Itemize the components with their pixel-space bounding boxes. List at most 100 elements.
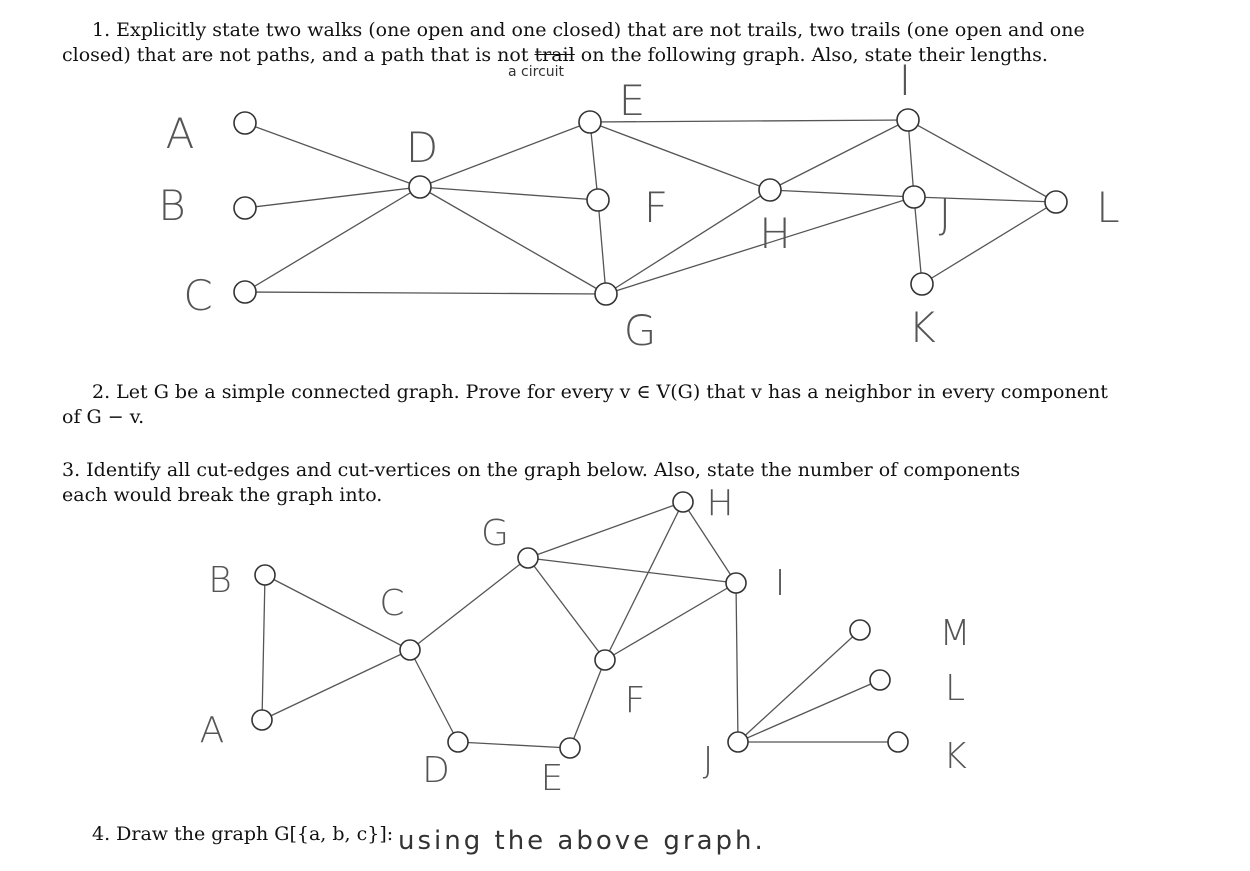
graph1-edge-H-J [769, 189, 915, 198]
graph2-vertex-label-A: A [200, 710, 225, 751]
graph2-vertex-E [559, 737, 581, 759]
graph2-edge-J-M [737, 629, 861, 743]
graph2-vertex-label-L: L [945, 668, 965, 709]
q1-struck-word: trail [534, 44, 575, 66]
graph2-edge-J-L [737, 679, 881, 743]
graph2-vertex-D [447, 731, 469, 753]
graph2-edge-B-C [264, 574, 411, 651]
graph1-edge-D-E [419, 121, 591, 188]
graph2-vertex-label-H: H [706, 483, 733, 524]
graph1-edge-A-D [244, 122, 421, 188]
graph2-edge-H-I [682, 501, 737, 584]
graph2-vertex-label-B: B [208, 560, 232, 601]
graph1-edge-H-I [769, 119, 909, 191]
graph1-vertex-A [233, 111, 257, 135]
graph1-edge-I-J [907, 119, 915, 198]
graph2-edge-C-G [409, 557, 529, 651]
graph2-edge-F-G [527, 557, 606, 661]
graph1-vertex-label-H: H [759, 209, 791, 258]
graph2-vertex-F [594, 649, 616, 671]
graph1-vertex-B [233, 196, 257, 220]
graph1-vertex-label-F: F [644, 183, 668, 232]
graph1-edge-D-F [419, 186, 599, 201]
graph-1-edges [244, 119, 1057, 295]
q4-prompt: 4. Draw the graph G[{a, b, c}]: [92, 823, 394, 845]
graph2-vertex-label-J: J [703, 740, 714, 781]
graph2-vertex-B [254, 564, 276, 586]
graph1-vertex-J [902, 185, 926, 209]
graph1-vertex-K [910, 272, 934, 296]
graph1-vertex-H [758, 178, 782, 202]
graph1-vertex-label-K: K [908, 303, 936, 352]
graph2-vertex-label-I: I [775, 563, 786, 604]
graph1-vertex-F [586, 188, 610, 212]
q2-line2: of G − v. [62, 406, 145, 428]
graph1-edge-B-D [244, 186, 421, 209]
graph2-edge-A-C [261, 649, 411, 721]
graph2-vertex-C [399, 639, 421, 661]
graph2-vertex-label-F: F [625, 680, 646, 721]
graph2-vertex-label-E: E [541, 758, 564, 799]
graph1-vertex-L [1044, 190, 1068, 214]
graph1-vertex-C [233, 280, 257, 304]
graph-1: ABC D E F G H I J K L [158, 56, 1119, 355]
graph2-edge-E-F [569, 659, 606, 749]
graph1-vertex-label-C: C [183, 271, 212, 320]
q3-line2: each would break the graph into. [62, 484, 383, 506]
graph1-vertex-label-A: A [166, 109, 195, 158]
q3-line1: 3. Identify all cut-edges and cut-vertic… [62, 459, 1021, 481]
graph2-vertex-I [725, 572, 747, 594]
graph1-vertex-label-G: G [624, 306, 657, 355]
graph1-vertex-E [578, 110, 602, 134]
graph1-vertex-label-E: E [619, 76, 646, 125]
graph1-edge-I-L [907, 119, 1057, 203]
graph2-vertex-J [727, 731, 749, 753]
q1-handwritten-annotation: a circuit [508, 64, 565, 80]
graph1-edge-J-L [913, 196, 1057, 203]
graph2-edge-I-J [735, 582, 739, 743]
graph2-edge-F-H [604, 501, 684, 661]
graph1-edge-C-G [244, 291, 607, 295]
graph1-vertex-label-I: I [899, 56, 911, 105]
q4-handwritten-answer: using the above graph. [398, 826, 766, 856]
graph2-vertex-M [849, 619, 871, 641]
graph-1-labels: ABC D E F G H I J K L [158, 56, 1119, 355]
graph1-vertex-label-L: L [1096, 183, 1119, 232]
graph2-edge-D-E [457, 741, 571, 749]
graph2-vertex-A [251, 709, 273, 731]
q2-line1: 2. Let G be a simple connected graph. Pr… [92, 381, 1108, 403]
graph1-edge-E-I [589, 119, 909, 123]
graph1-edge-F-G [597, 199, 607, 295]
graph1-edge-C-D [244, 186, 421, 293]
graph2-vertex-label-K: K [943, 736, 967, 777]
graph1-edge-E-F [589, 121, 599, 201]
graph-2-edges [261, 501, 898, 749]
graph2-edge-G-H [527, 501, 684, 559]
graph2-edge-A-B [261, 574, 266, 721]
graph2-vertex-label-M: M [939, 613, 970, 654]
graph1-edge-G-H [605, 189, 771, 295]
graph1-vertex-label-D: D [406, 123, 438, 172]
graph1-edge-D-G [419, 186, 607, 295]
graph1-edge-G-J [605, 196, 915, 295]
graph2-vertex-L [869, 669, 891, 691]
graph1-vertex-D [408, 175, 432, 199]
graph2-vertex-label-G: G [481, 513, 509, 554]
q1-line1: 1. Explicitly state two walks (one open … [92, 19, 1085, 41]
q1-line2-prefix: closed) that are not paths, and a path t… [62, 44, 535, 66]
graph2-edge-C-D [409, 649, 459, 743]
graph-1-nodes [233, 108, 1068, 306]
graph1-edge-E-H [589, 121, 771, 191]
graph1-vertex-label-J: J [939, 189, 951, 238]
graph2-vertex-K [887, 731, 909, 753]
graph2-vertex-label-D: D [422, 750, 450, 791]
graph2-vertex-G [517, 547, 539, 569]
graph1-edge-J-K [913, 196, 923, 285]
q1-line2-suffix: on the following graph. Also, state thei… [574, 44, 1048, 66]
graph1-edge-K-L [921, 201, 1057, 285]
graph1-vertex-label-B: B [158, 181, 186, 230]
graph-2-nodes [251, 491, 909, 759]
